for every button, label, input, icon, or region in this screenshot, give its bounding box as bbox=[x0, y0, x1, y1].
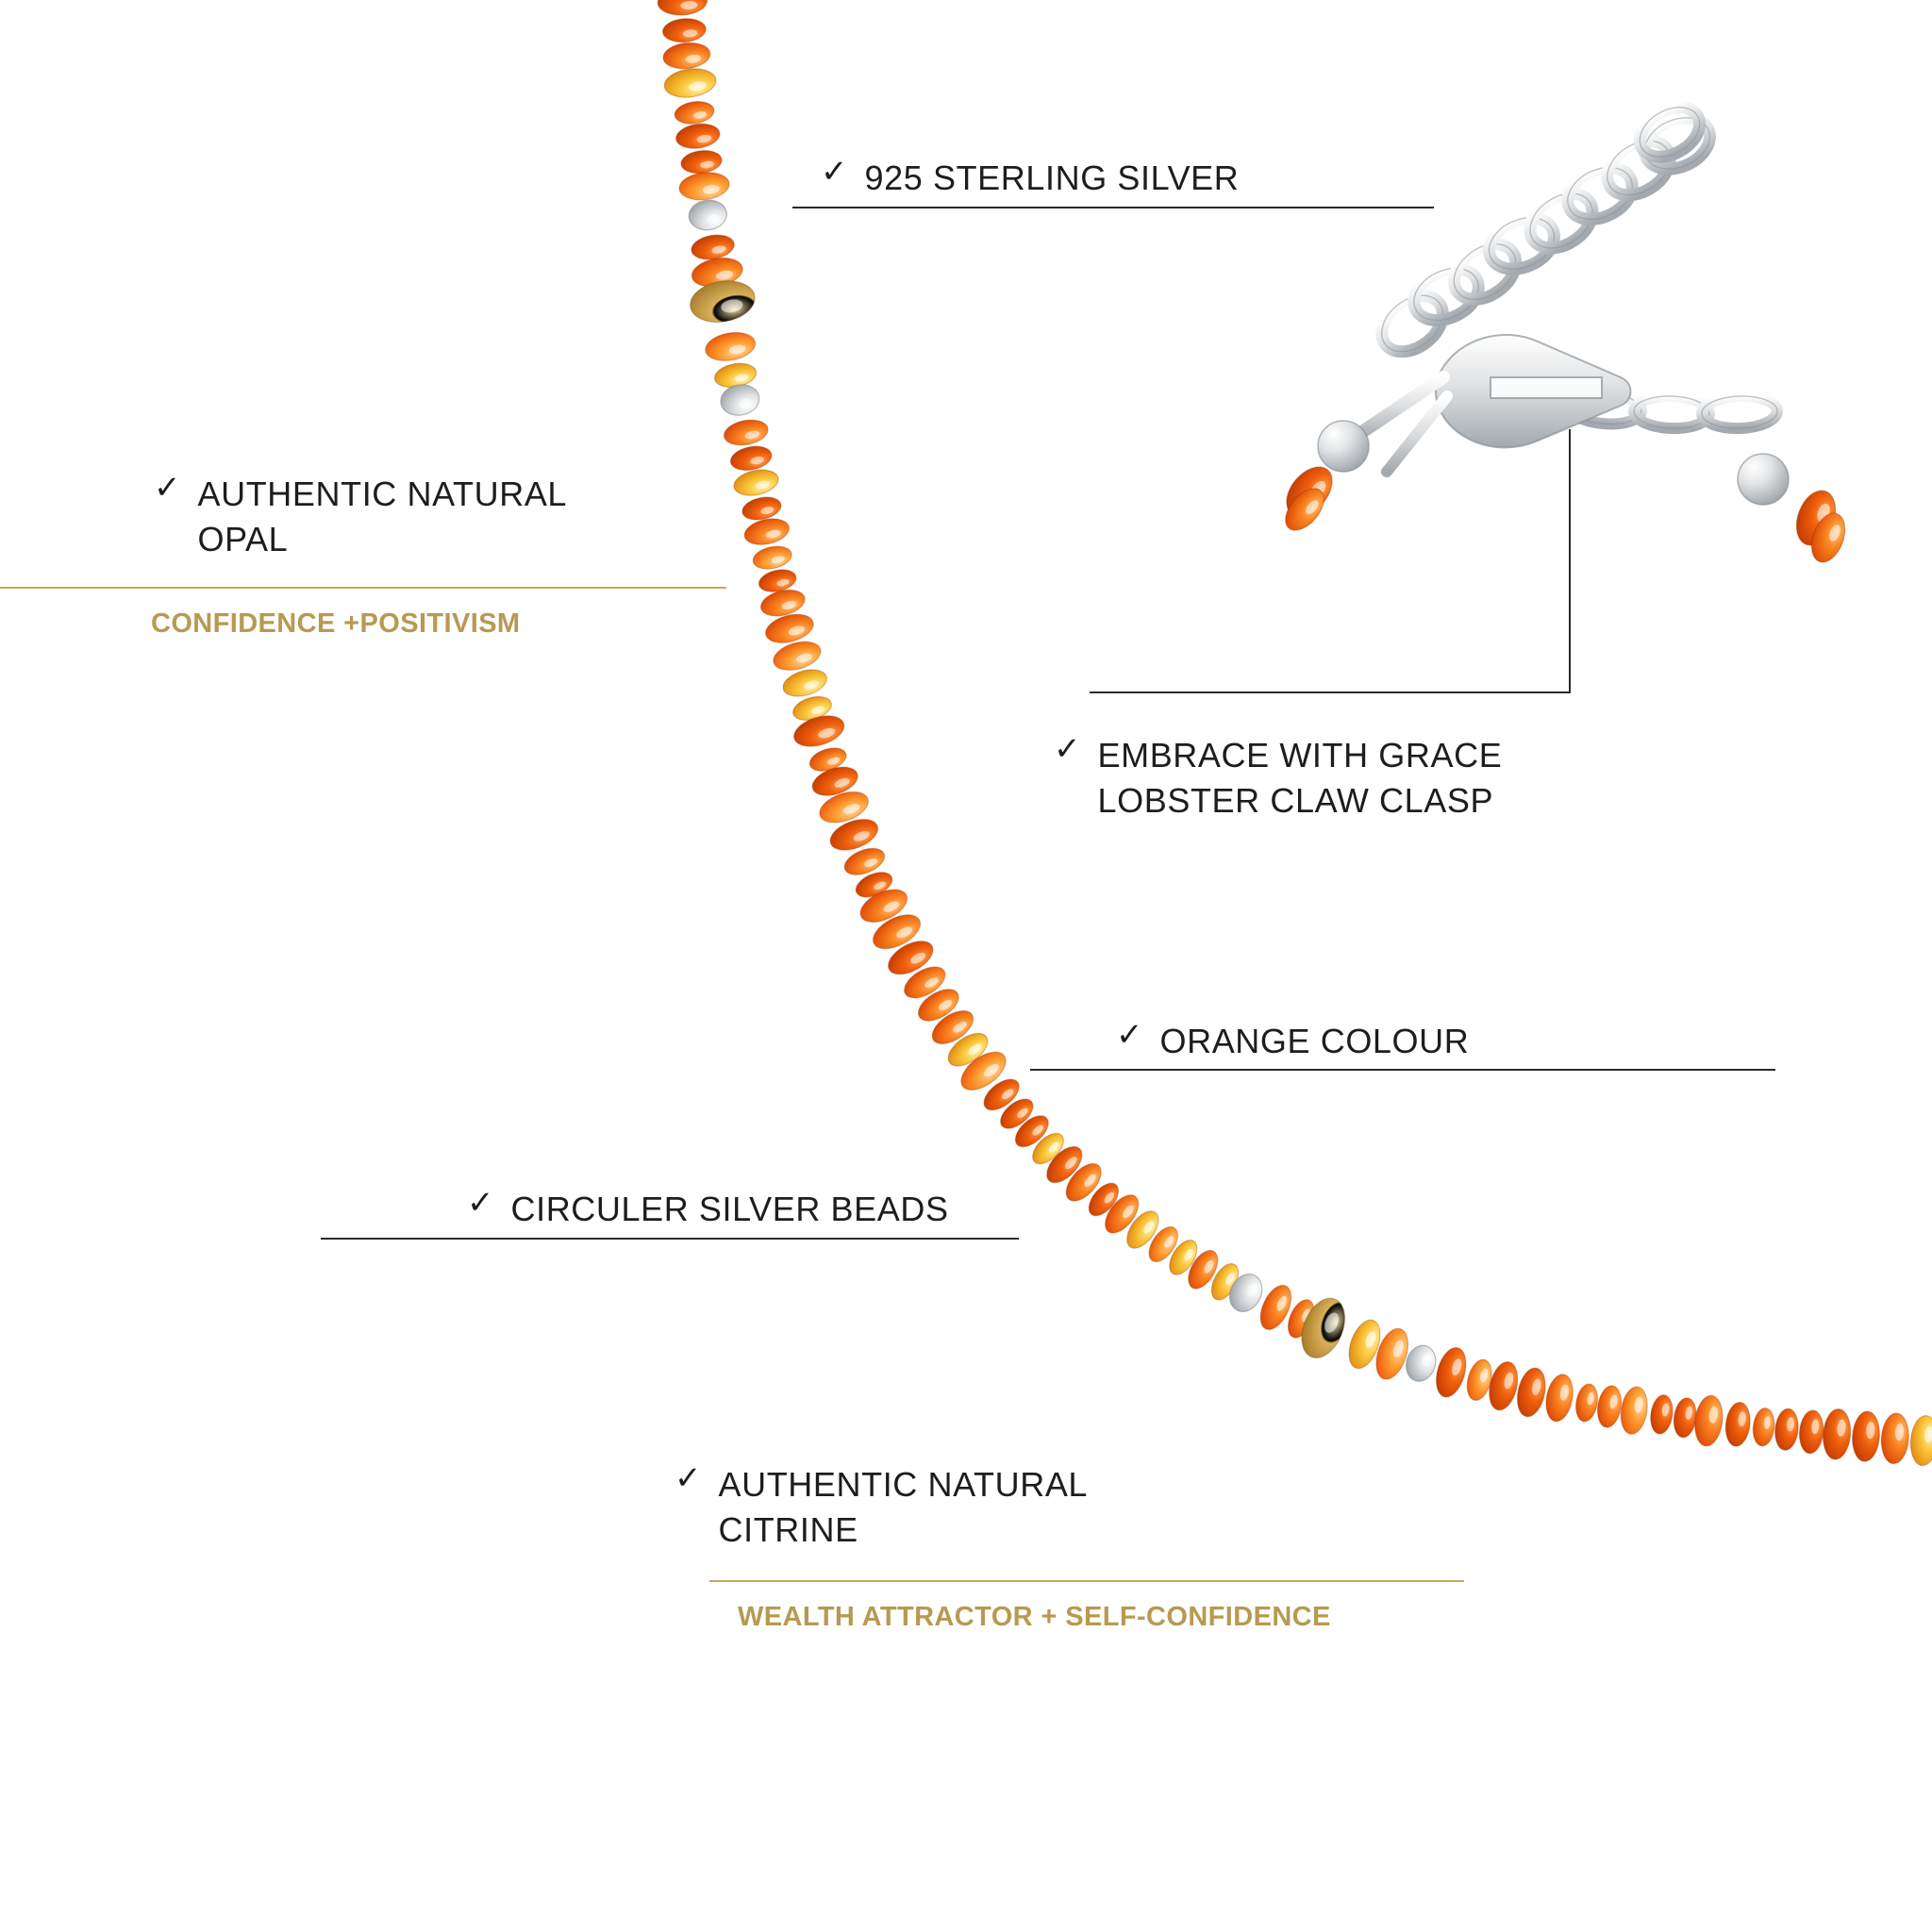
annotation-sterling-silver: ✓ 925 STERLING SILVER bbox=[821, 156, 1239, 201]
check-icon: ✓ bbox=[675, 1460, 702, 1496]
leader-line-citrine bbox=[709, 1580, 1464, 1582]
check-icon: ✓ bbox=[467, 1185, 494, 1221]
check-icon: ✓ bbox=[821, 154, 848, 190]
annotation-clasp: ✓ EMBRACE WITH GRACE LOBSTER CLAW CLASP bbox=[1054, 733, 1502, 823]
check-icon: ✓ bbox=[1116, 1017, 1143, 1053]
leader-line-orange-colour bbox=[1030, 1069, 1775, 1071]
annotation-orange-colour: ✓ ORANGE COLOUR bbox=[1116, 1019, 1469, 1064]
annotation-silver-beads: ✓ CIRCULER SILVER BEADS bbox=[467, 1187, 949, 1232]
leader-line-silver-beads bbox=[321, 1238, 1019, 1240]
annotation-opal: ✓ AUTHENTIC NATURAL OPAL bbox=[154, 472, 567, 561]
check-icon: ✓ bbox=[154, 470, 181, 506]
annotation-label: 925 STERLING SILVER bbox=[864, 158, 1240, 197]
leader-line-clasp-horizontal bbox=[1090, 691, 1571, 693]
annotation-label: AUTHENTIC NATURAL OPAL bbox=[197, 475, 568, 558]
annotation-sub-opal: CONFIDENCE +POSITIVISM bbox=[151, 608, 521, 639]
check-icon: ✓ bbox=[1054, 731, 1081, 767]
annotation-label: EMBRACE WITH GRACE LOBSTER CLAW CLASP bbox=[1097, 736, 1503, 820]
annotation-label: ORANGE COLOUR bbox=[1159, 1022, 1470, 1060]
leader-line-sterling-silver bbox=[792, 207, 1434, 208]
annotation-label: CIRCULER SILVER BEADS bbox=[510, 1190, 949, 1228]
annotation-label: AUTHENTIC NATURAL CITRINE bbox=[718, 1465, 1089, 1549]
annotation-citrine: ✓ AUTHENTIC NATURAL CITRINE bbox=[675, 1462, 1088, 1552]
leader-line-opal bbox=[0, 587, 726, 589]
leader-line-clasp-vertical bbox=[1569, 429, 1571, 693]
annotation-sub-citrine: WEALTH ATTRACTOR + SELF-CONFIDENCE bbox=[738, 1602, 1331, 1632]
